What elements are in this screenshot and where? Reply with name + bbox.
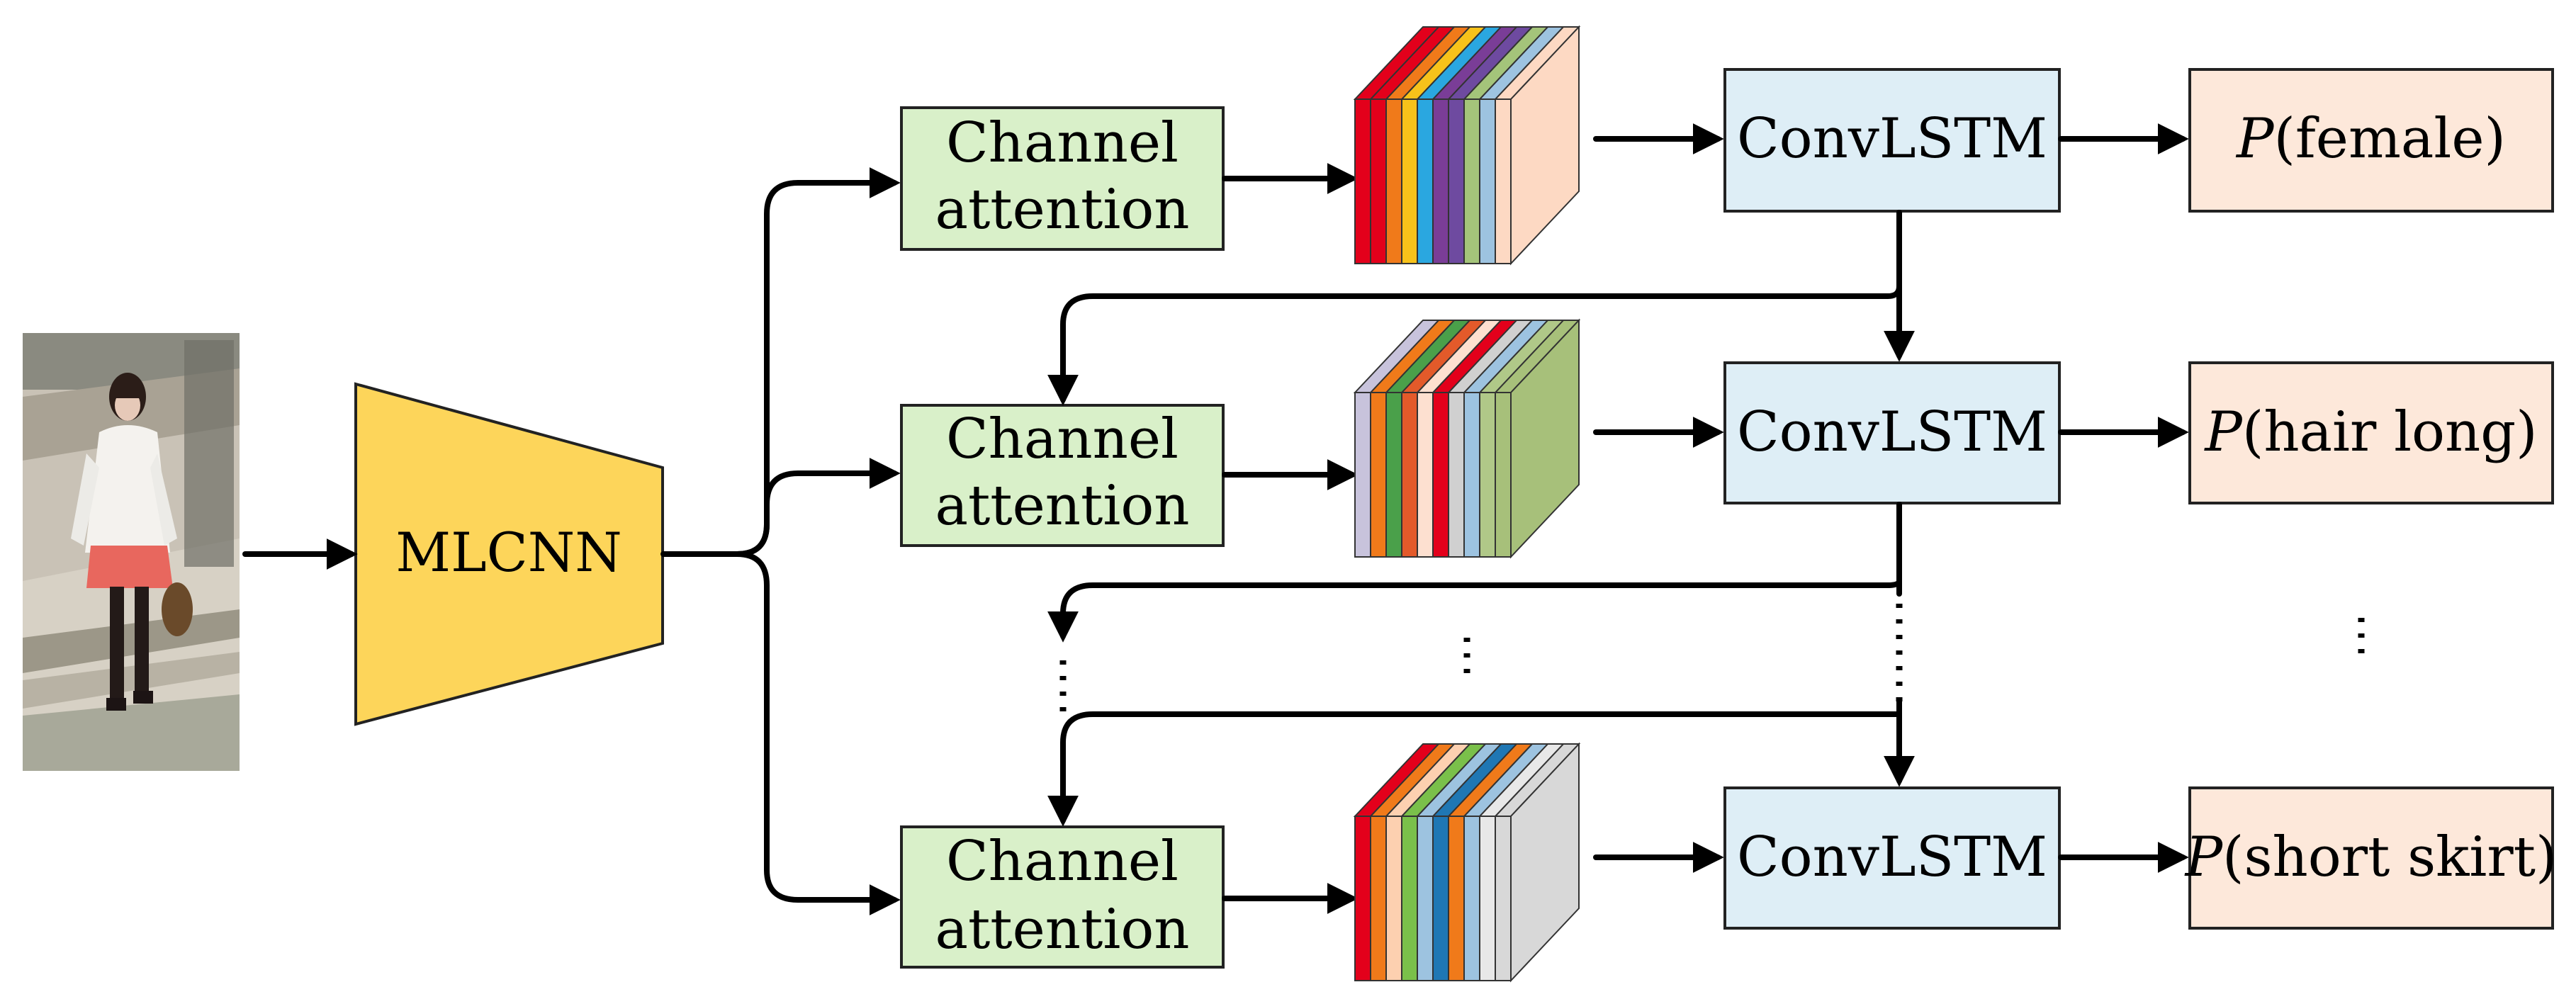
svg-text:ConvLSTM: ConvLSTM [1737, 825, 2047, 889]
mlcnn-label: MLCNN [395, 521, 621, 584]
feature-slice [1370, 98, 1387, 264]
feature-slice [1370, 392, 1387, 558]
feature-slice [1495, 392, 1512, 558]
output-hair-long: P(hair long) [2188, 361, 2554, 504]
channel-attention-1: Channel attention [900, 106, 1225, 251]
feature-slice [1385, 816, 1402, 981]
convlstm-3: ConvLSTM [1723, 786, 2061, 930]
svg-text:Channel: Channel [946, 830, 1179, 893]
convlstm-2: ConvLSTM [1723, 361, 2061, 504]
feature-slice [1401, 98, 1418, 264]
svg-text:ConvLSTM: ConvLSTM [1737, 400, 2047, 464]
feature-slice [1417, 392, 1434, 558]
feature-slice [1354, 816, 1371, 981]
mlcnn-block [354, 382, 664, 726]
feature-slice [1448, 816, 1465, 981]
svg-text:attention: attention [935, 898, 1189, 961]
convlstm-1: ConvLSTM [1723, 68, 2061, 213]
feature-slice [1479, 816, 1496, 981]
feature-stack-2 [1353, 318, 1581, 559]
branch-arrow-middle [734, 458, 901, 557]
feature-stack-side [1510, 318, 1580, 559]
to-attn3-feedback-arrow [1047, 711, 1902, 827]
svg-text:attention: attention [935, 474, 1189, 538]
svg-text:ConvLSTM: ConvLSTM [1737, 107, 2047, 171]
channel-attention-3: Channel attention [900, 825, 1225, 969]
feature-slice [1401, 816, 1418, 981]
output-short-skirt: P(short skirt) [2184, 786, 2558, 930]
feature-slice [1354, 98, 1371, 264]
feature-slice [1479, 98, 1496, 264]
feature-slice [1432, 98, 1449, 264]
feature-slice [1370, 816, 1387, 981]
svg-text:Channel: Channel [946, 407, 1179, 471]
input-pedestrian-image [23, 333, 240, 771]
svg-text:P(female): P(female) [2235, 107, 2506, 171]
lstm2-to-attn-feedback-arrow [1047, 578, 1902, 643]
feature-slice [1495, 98, 1512, 264]
branch-arrow-bottom [734, 551, 901, 915]
feature-slice [1417, 98, 1434, 264]
channel-attention-2: Channel attention [900, 404, 1225, 547]
feature-slice [1448, 98, 1465, 264]
svg-text:Channel: Channel [946, 111, 1179, 175]
feature-slice [1463, 98, 1480, 264]
branch-arrow-top [734, 167, 901, 557]
feature-slice [1479, 392, 1496, 558]
lstm1-to-attn2-feedback-arrow [1047, 283, 1902, 406]
feature-slice [1354, 392, 1371, 558]
svg-text:attention: attention [935, 178, 1189, 242]
feature-stack-side [1510, 742, 1580, 983]
output-female: P(female) [2188, 68, 2554, 213]
svg-text:P(short skirt): P(short skirt) [2184, 825, 2558, 889]
feature-slice [1432, 392, 1449, 558]
feature-slice [1448, 392, 1465, 558]
feature-stack-3 [1353, 742, 1581, 983]
feature-stack-side [1510, 25, 1580, 266]
feature-slice [1385, 98, 1402, 264]
feature-slice [1401, 392, 1418, 558]
feature-slice [1432, 816, 1449, 981]
feature-slice [1385, 392, 1402, 558]
feature-slice [1463, 392, 1480, 558]
feature-slice [1495, 816, 1512, 981]
feature-slice [1417, 816, 1434, 981]
feature-slice [1463, 816, 1480, 981]
svg-text:P(hair long): P(hair long) [2203, 400, 2537, 464]
feature-stack-1 [1353, 25, 1581, 266]
